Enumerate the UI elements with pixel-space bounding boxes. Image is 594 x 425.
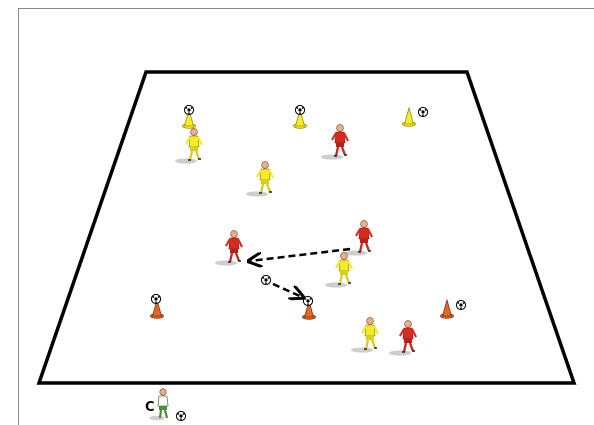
player-icon: [175, 129, 202, 164]
player-icon: [321, 125, 348, 160]
cone-icon: [441, 300, 454, 318]
player-icon: [215, 231, 242, 266]
player-icon: [246, 162, 273, 197]
player-icon: [389, 321, 416, 356]
ball-icon: [151, 294, 160, 303]
ball-icon: [418, 107, 427, 116]
ball-icon: [261, 275, 270, 284]
pitch-outline: [39, 72, 574, 383]
coach-label: C: [145, 400, 155, 415]
cone-icon: [403, 108, 416, 126]
ball-icon: [303, 296, 312, 305]
player-icon: [351, 318, 378, 353]
arrow-icon: [250, 249, 350, 261]
ball-icon: [456, 300, 465, 309]
ball-icon: [295, 105, 304, 114]
ball-icon: [184, 105, 193, 114]
player-icon: [325, 253, 352, 288]
ball-icon: [176, 411, 185, 420]
arrow-icon: [273, 284, 302, 297]
